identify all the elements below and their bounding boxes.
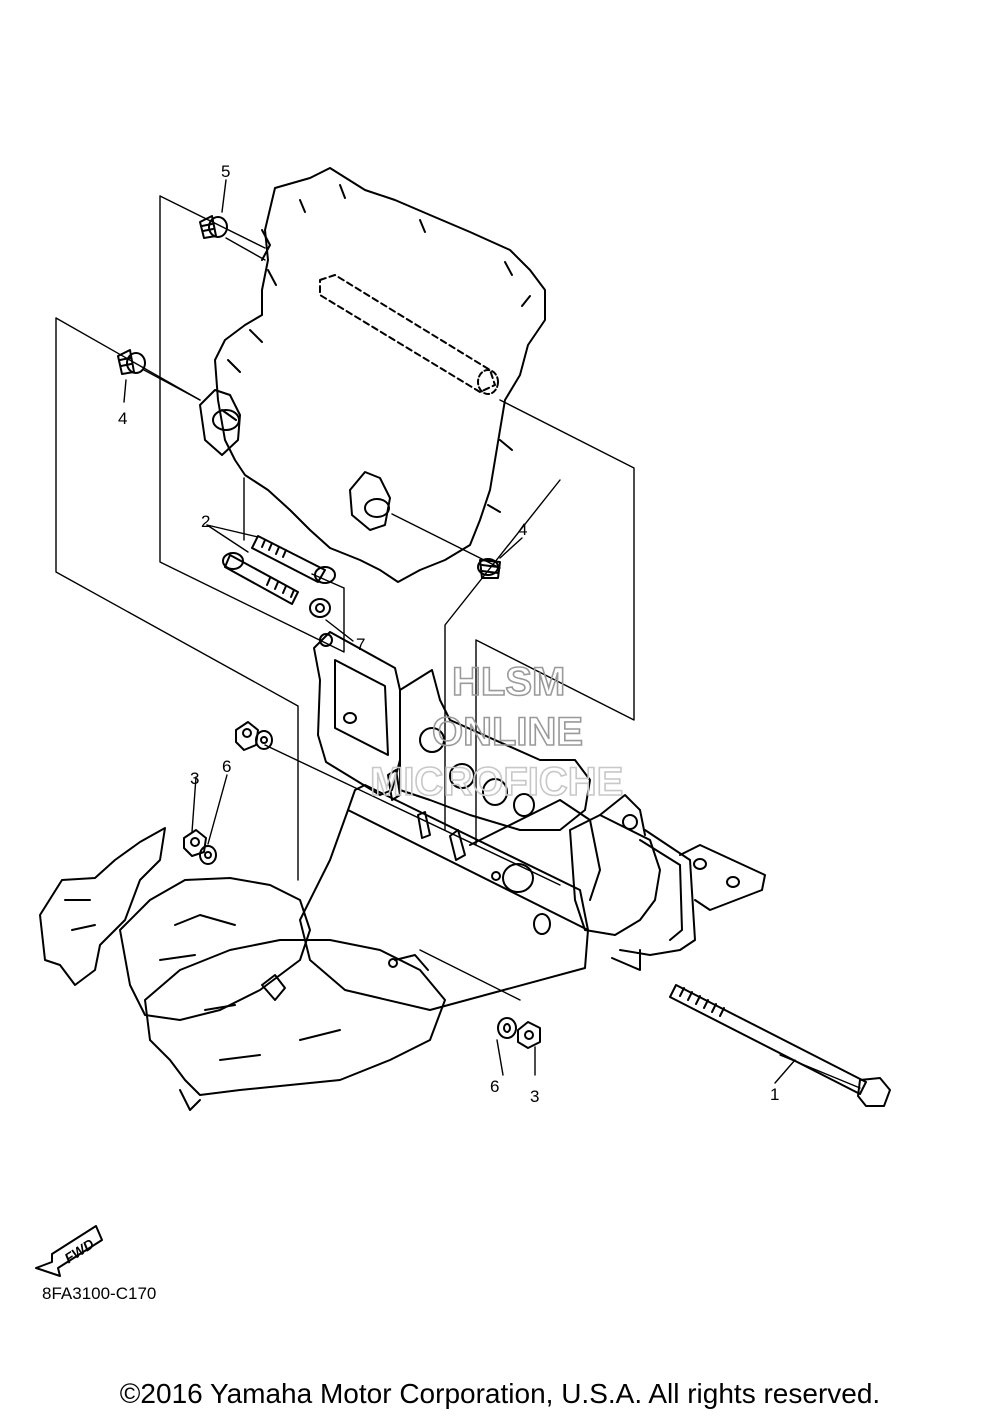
callout-part-3-left: 3 — [190, 769, 199, 788]
frame-cover-left — [39, 827, 446, 1111]
part-3-nut-right — [517, 1021, 541, 1049]
watermark-line2: ONLINE — [432, 710, 583, 754]
drawing-code: 8FA3100-C170 — [42, 1284, 157, 1303]
callout-part-5: 5 — [221, 162, 230, 181]
callout-part-4-left: 4 — [118, 409, 127, 428]
fwd-arrow-icon — [35, 1225, 103, 1277]
watermark-line1: HLSM — [452, 660, 565, 704]
callout-part-7: 7 — [356, 635, 365, 654]
part-4-bolt-left — [117, 349, 146, 375]
part-3-nut-upper — [235, 721, 259, 751]
callout-part-6-right: 6 — [490, 1077, 499, 1096]
part-2-bolts — [222, 535, 336, 605]
engine-mount-bracket — [313, 631, 591, 861]
callout-part-2: 2 — [201, 512, 210, 531]
callout-part-6-left: 6 — [222, 757, 231, 776]
leader-lines — [55, 179, 861, 1089]
copyright-notice: ©2016 Yamaha Motor Corporation, U.S.A. A… — [119, 1378, 881, 1409]
fwd-label: FWD — [61, 1236, 96, 1267]
engine-block — [199, 167, 546, 583]
main-frame — [299, 784, 766, 1011]
part-5-bolt — [199, 215, 228, 239]
part-6-washer-upper — [255, 730, 273, 750]
callout-part-3-right: 3 — [530, 1087, 539, 1106]
callout-part-4-right: 4 — [518, 520, 527, 539]
part-6-washer-right — [497, 1017, 517, 1039]
part-1-through-bolt — [669, 984, 891, 1107]
part-6-washer-lower — [199, 845, 217, 865]
watermark-line3: MICROFICHE — [370, 760, 623, 804]
callout-part-1: 1 — [770, 1085, 779, 1104]
part-3-nut-lower — [183, 829, 207, 857]
part-7-washer — [309, 598, 331, 618]
